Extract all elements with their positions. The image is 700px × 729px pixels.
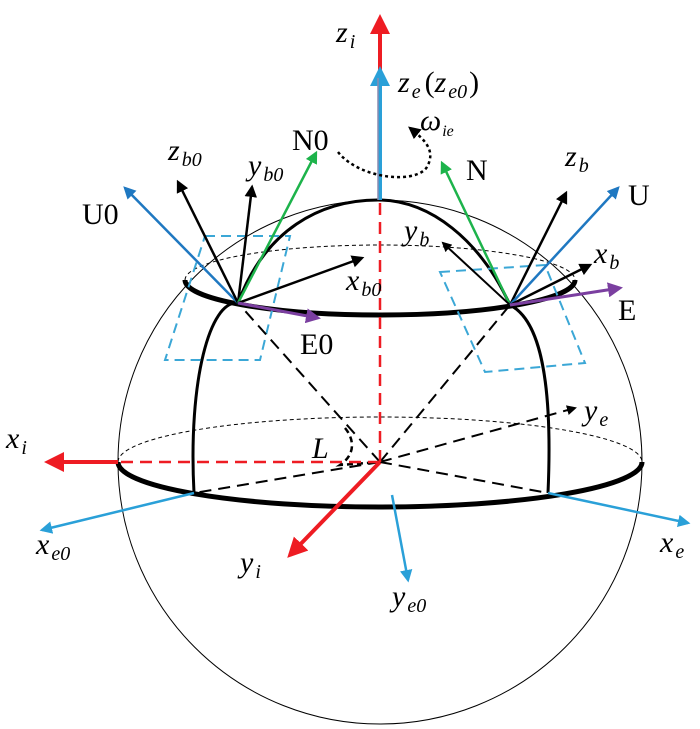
tangent-plane-left: [163, 235, 292, 361]
equator-back: [117, 416, 643, 463]
label-U: U: [628, 179, 650, 212]
U-axis: [509, 186, 620, 306]
meridian-left: [191, 198, 379, 494]
label-E0: E0: [300, 328, 333, 361]
equator-front: [115, 461, 645, 510]
N-axis: [440, 160, 512, 306]
label-N: N: [466, 154, 488, 187]
latitude-circle-front: [182, 279, 578, 318]
label-L: L: [311, 432, 329, 465]
ye0-axis: [390, 494, 413, 583]
U0-axis: [123, 186, 239, 304]
label-N0: N0: [292, 124, 329, 157]
omega-arc: [337, 126, 432, 179]
zb0-axis: [176, 179, 240, 304]
xe-axis: [547, 491, 691, 528]
yb-axis: [441, 241, 511, 306]
radial-lines: [193, 302, 577, 494]
zb-axis: [508, 190, 568, 306]
label-E: E: [618, 294, 636, 327]
xb-axis: [509, 263, 593, 307]
xe0-axis: [39, 491, 195, 534]
xb0-axis: [237, 255, 365, 305]
yb0-axis: [236, 184, 258, 304]
latitude-angle-arc: [335, 427, 381, 467]
yi-axis: [287, 460, 382, 558]
tangent-plane-right: [438, 263, 587, 374]
E-axis: [509, 282, 623, 307]
label-U0: U0: [82, 198, 119, 231]
N0-axis: [236, 150, 318, 304]
label-omega: ωie: [420, 104, 454, 140]
E0-axis: [237, 301, 321, 324]
